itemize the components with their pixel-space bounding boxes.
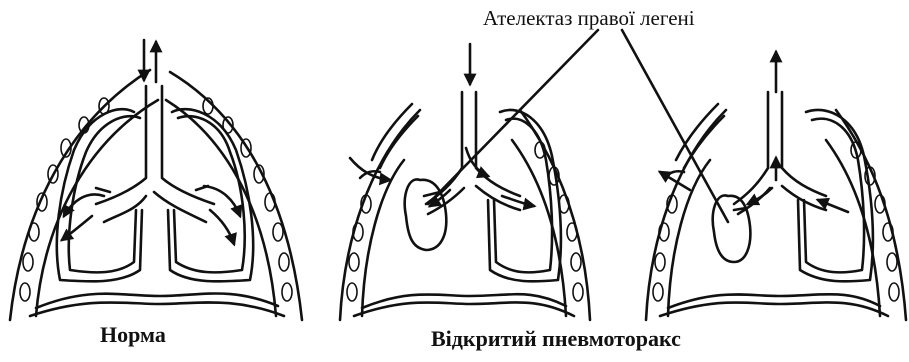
lung-left-inner — [174, 116, 245, 272]
airflow-arrow — [62, 216, 92, 240]
panel-normal — [10, 40, 302, 320]
chest-wall-right — [520, 110, 590, 320]
leader-line-inhale — [428, 30, 598, 204]
trachea-left-wall — [734, 92, 768, 204]
panel-pneumothorax-inhale — [340, 44, 590, 320]
airflow-tick — [96, 188, 110, 192]
airflow-arrow — [210, 210, 234, 244]
wound-edge-inner — [684, 116, 724, 168]
diaphragm-lower — [30, 302, 284, 316]
atelectasis-label: Ателектаз правої легені — [483, 6, 695, 31]
wound-edge-inner — [380, 116, 418, 168]
trachea-right-wall — [782, 92, 826, 196]
pleura-right — [512, 140, 566, 316]
airflow-arrow — [204, 186, 240, 216]
wound-edge — [372, 104, 412, 160]
wound-edge — [676, 104, 718, 160]
airflow-tick — [196, 186, 208, 190]
diaphragm-lower — [660, 302, 888, 316]
diaphragm-lower — [354, 302, 574, 316]
pleura-left — [668, 160, 710, 316]
pleura-left — [362, 160, 404, 316]
chest-wall-left — [10, 70, 150, 320]
open-pneumothorax-caption: Відкритий пневмоторакс — [431, 326, 681, 352]
panel-pneumothorax-exhale — [646, 52, 906, 320]
ribs-left — [20, 98, 109, 301]
bronchus-left — [154, 192, 206, 222]
normal-caption: Норма — [100, 322, 166, 348]
bronchus-left — [476, 186, 520, 210]
